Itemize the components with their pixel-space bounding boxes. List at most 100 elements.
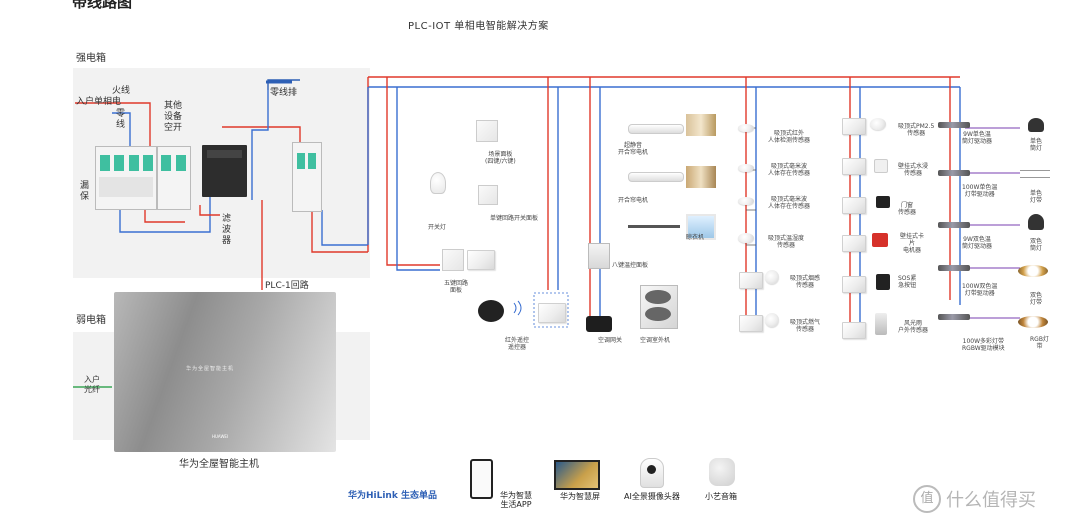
- window-photo: [686, 214, 716, 240]
- water-module: [842, 158, 866, 175]
- driver-3-device: [938, 222, 970, 228]
- sensor-1-device: [738, 124, 754, 132]
- zero-bar-label: 零线排: [270, 88, 298, 98]
- driver-1-device: [938, 122, 970, 128]
- light-3-device: [1028, 214, 1044, 230]
- infrared-module-device: [538, 303, 566, 323]
- light-2-device: [1020, 170, 1050, 178]
- cut-top-title: 带线路图: [72, 0, 133, 11]
- water-label: 壁挂式水浸 传感器: [898, 163, 929, 177]
- single-panel-label: 单键回路开关面板: [490, 215, 539, 222]
- driver-2-label: 100W单色温 灯带驱动器: [962, 184, 998, 198]
- camera-device: [640, 458, 664, 488]
- curtain-photo: [686, 114, 716, 136]
- hanger-bar-device: [628, 225, 680, 228]
- sensor-3-device: [738, 197, 754, 205]
- fire-line-label: 火线: [112, 86, 131, 96]
- diagram-title: PLC-IOT 单相电智能解决方案: [408, 21, 549, 32]
- driver-3-label: 9W双色温 筒灯驱动器: [962, 236, 993, 250]
- card-motor-label: 壁挂式卡 片 电机器: [900, 233, 925, 254]
- driver-2-device: [938, 170, 970, 176]
- loop-panel-device: [442, 249, 464, 271]
- roller-photo: [686, 166, 716, 188]
- equipment-breaker: [157, 146, 191, 210]
- bulb-icon: [430, 172, 446, 194]
- sensor-4-label: 吸顶式温湿度 传感器: [768, 235, 805, 249]
- ac-panel-label: 八键温控面板: [612, 262, 649, 269]
- incoming-power-label: 入户单相电: [76, 97, 122, 107]
- sensor-5-label: 吸顶式烟感 传感器: [790, 275, 821, 289]
- door-label: 门窗 传感器: [898, 202, 917, 216]
- weak-box-title: 弱电箱: [76, 315, 106, 326]
- sensor-1-label: 吸顶式红外 人体检测传感器: [768, 130, 811, 144]
- infrared-label: 红外遥控 遥控器: [505, 337, 530, 351]
- light-5-device: [1018, 316, 1048, 328]
- roller-motor-label: 开合帘电机: [618, 197, 649, 204]
- scene-panel-label: 场景面板 (四键/六键): [485, 151, 516, 165]
- sensor-5-device: [765, 270, 779, 284]
- door-module: [842, 197, 866, 214]
- light-4-device: [1018, 265, 1048, 277]
- sensor-2-label: 吸顶式毫米波 人体存在传感器: [768, 163, 811, 177]
- weather-label: 风光雨 户外传感器: [898, 320, 929, 334]
- light-4-label: 双色 灯带: [1030, 292, 1043, 306]
- driver-5-device: [938, 314, 970, 320]
- host-caption: 华为全屋智能主机: [179, 459, 259, 470]
- single-panel-device: [478, 185, 498, 205]
- curtain-tube-device: [628, 124, 684, 134]
- loop-panel-label: 五键回路 面板: [444, 280, 469, 294]
- hilink-ecosystem-label: 华为HiLink 生态单品: [348, 491, 437, 501]
- loop-module-device: [467, 250, 495, 270]
- sensor-5-module: [739, 272, 763, 289]
- light-1-device: [1028, 118, 1044, 132]
- on-off-light-label: 开关灯: [428, 224, 447, 231]
- phone-device: [470, 459, 493, 499]
- card-motor-module: [842, 235, 866, 252]
- sensor-6-module: [739, 315, 763, 332]
- strong-box-title: 强电箱: [76, 53, 106, 64]
- ac-outdoor-device: [640, 285, 678, 329]
- sensor-4-device: [738, 233, 754, 243]
- sos-device: [876, 274, 890, 290]
- sensor-6-device: [765, 313, 779, 327]
- roller-tube-device: [628, 172, 684, 182]
- eco-item-app-label: 华为智慧 生活APP: [500, 491, 532, 509]
- light-1-label: 单色 筒灯: [1030, 138, 1043, 152]
- plc-loop-label: PLC-1回路: [265, 281, 309, 291]
- door-device: [876, 196, 890, 208]
- light-2-label: 单色 灯带: [1030, 190, 1043, 204]
- curtain-motor-label: 超静音 开合帘电机: [618, 142, 649, 156]
- ac-gateway-label: 空调网关: [598, 337, 623, 344]
- ac-gateway-device: [586, 316, 612, 332]
- leak-protect-label: 漏 保: [80, 181, 90, 202]
- other-breaker-label: 其他 设备 空开: [164, 101, 183, 133]
- host-screen-text: 华为全屋智能主机: [186, 366, 235, 372]
- sos-module: [842, 276, 866, 293]
- sensor-6-label: 吸顶式燃气 传感器: [790, 319, 821, 333]
- clothes-hanger-label: 晾衣机: [686, 234, 705, 241]
- driver-4-device: [938, 265, 970, 271]
- driver-5-label: 100W多彩灯带 RGBW驱动模块: [962, 338, 1005, 352]
- ac-panel-device: [588, 243, 610, 269]
- card-motor-device: [872, 233, 888, 247]
- eco-item-screen-label: 华为智慧屏: [560, 492, 600, 501]
- watermark-text: 什么值得买: [946, 490, 1036, 511]
- weather-device: [875, 313, 887, 335]
- fiber-label: 入户 光纤: [84, 375, 100, 394]
- speaker-device: [709, 458, 735, 486]
- pm25-label: 吸顶式PM2.5 传感器: [898, 123, 935, 137]
- host-brand: HUAWEI: [212, 434, 229, 439]
- smart-screen-device: [554, 460, 600, 490]
- light-3-label: 双色 筒灯: [1030, 238, 1043, 252]
- sos-label: SOS紧 急按钮: [898, 275, 917, 289]
- weather-module: [842, 322, 866, 339]
- filter-label: 滤 波 器: [222, 214, 232, 246]
- light-5-label: RGB灯 带: [1030, 336, 1049, 350]
- leakage-breaker: [95, 146, 157, 210]
- eco-item-speaker-label: 小艺音箱: [705, 492, 737, 501]
- pm25-device: [870, 118, 886, 130]
- ac-outdoor-label: 空调室外机: [640, 337, 671, 344]
- water-device: [874, 159, 888, 173]
- plc-breaker: [292, 142, 322, 212]
- watermark-logo-icon: 值: [913, 485, 941, 513]
